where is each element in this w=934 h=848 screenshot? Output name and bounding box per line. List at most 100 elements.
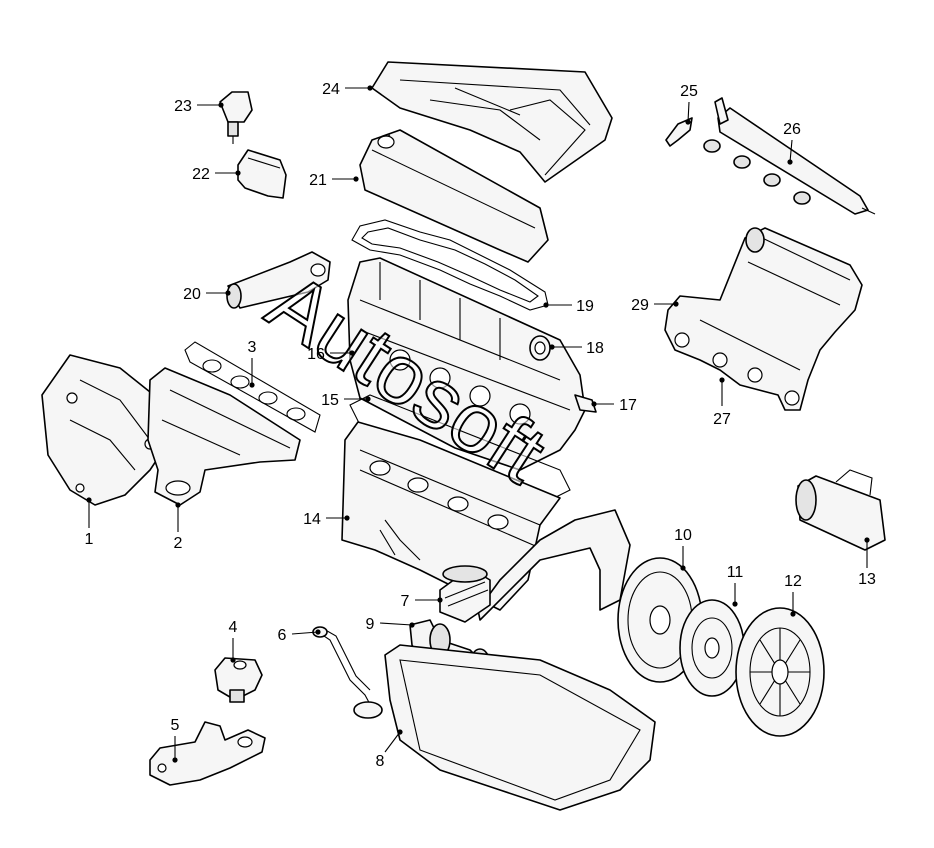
callout-11: 11 (727, 564, 744, 607)
cylinder-block-part (341, 421, 561, 611)
callout-1: 1 (85, 497, 94, 548)
callout-13: 13 (858, 537, 876, 588)
callout-label: 15 (321, 392, 339, 409)
leader-dot (353, 176, 359, 182)
valve-cover-part (359, 129, 549, 263)
callout-17: 17 (591, 397, 637, 414)
callout-label: 9 (366, 616, 375, 633)
leader-dot (230, 657, 236, 663)
leader-dot (543, 302, 549, 308)
leader-dot (315, 629, 321, 635)
leader-dot (409, 622, 415, 628)
clutch-disc-part (679, 599, 745, 697)
fuel-rail-part (703, 97, 876, 215)
leader-dot (787, 159, 793, 165)
callout-9: 9 (366, 616, 415, 633)
heat-shield-part (41, 354, 171, 506)
engine-mount-part (214, 657, 263, 703)
callout-label: 12 (784, 573, 802, 590)
callout-2: 2 (174, 502, 183, 552)
oil-pan-part (384, 644, 656, 811)
leader-dot (790, 611, 796, 617)
cam-seal-part (529, 335, 551, 361)
callout-label: 1 (85, 531, 94, 548)
leader-dot (344, 515, 350, 521)
callout-label: 8 (376, 753, 385, 770)
callout-label: 25 (680, 83, 698, 100)
callout-label: 27 (713, 411, 731, 428)
rear-plate-part (477, 509, 631, 621)
callout-23: 23 (174, 98, 224, 115)
callout-12: 12 (784, 573, 802, 617)
leader-line (384, 731, 401, 753)
callout-label: 18 (586, 340, 604, 357)
head-sensor-part (574, 394, 597, 413)
callout-26: 26 (783, 121, 801, 165)
callout-label: 19 (576, 298, 594, 315)
callout-label: 11 (727, 564, 744, 581)
callout-label: 2 (174, 535, 183, 552)
callout-27: 27 (713, 377, 731, 428)
callout-label: 3 (248, 339, 257, 356)
mount-bracket-part (149, 721, 266, 786)
callout-label: 20 (183, 286, 201, 303)
leader-dot (437, 597, 443, 603)
callout-label: 16 (307, 346, 325, 363)
callout-19: 19 (543, 298, 594, 315)
callout-6: 6 (278, 627, 321, 644)
callout-21: 21 (309, 172, 359, 189)
callout-label: 4 (229, 619, 238, 636)
leader-dot (864, 537, 870, 543)
callout-16: 16 (307, 346, 355, 363)
callout-label: 7 (401, 593, 410, 610)
callout-label: 6 (278, 627, 287, 644)
injector-part (665, 117, 693, 147)
starter-motor-part (795, 469, 886, 551)
callout-24: 24 (322, 81, 373, 98)
leader-dot (172, 757, 178, 763)
callout-5: 5 (171, 717, 180, 763)
callout-label: 29 (631, 297, 649, 314)
callout-18: 18 (549, 340, 604, 357)
pressure-plate-part (735, 607, 825, 737)
oil-pickup-part (312, 626, 383, 719)
sensor-bracket-part (237, 149, 287, 199)
leader-dot (549, 344, 555, 350)
leader-dot (591, 401, 597, 407)
exhaust-gasket-part (184, 341, 321, 433)
oil-filter-part (439, 565, 491, 623)
leader-line (379, 622, 413, 626)
callout-label: 5 (171, 717, 180, 734)
leader-dot (673, 301, 679, 307)
cylinder-head-part (347, 257, 586, 471)
callout-label: 14 (303, 511, 321, 528)
leader-dot (719, 377, 725, 383)
callout-4: 4 (229, 619, 238, 663)
engine-cover-part (371, 61, 613, 183)
exhaust-manifold-part (147, 367, 301, 506)
callout-20: 20 (183, 286, 231, 303)
callout-25: 25 (680, 83, 698, 125)
leader-line (789, 139, 793, 163)
leader-dot (249, 382, 255, 388)
callout-15: 15 (321, 392, 371, 409)
callout-label: 26 (783, 121, 801, 138)
callout-8: 8 (376, 729, 403, 770)
intake-manifold-part (664, 227, 863, 411)
leader-dot (175, 502, 181, 508)
water-outlet-part (226, 251, 331, 309)
callout-label: 10 (674, 527, 692, 544)
leader-dot (349, 350, 355, 356)
leader-dot (365, 396, 371, 402)
callout-label: 22 (192, 166, 210, 183)
leader-line (687, 101, 690, 123)
leader-line (291, 631, 319, 635)
callout-10: 10 (674, 527, 692, 571)
leader-dot (685, 119, 691, 125)
callout-3: 3 (248, 339, 257, 388)
callout-label: 24 (322, 81, 340, 98)
callout-label: 21 (309, 172, 327, 189)
leader-dot (218, 102, 224, 108)
